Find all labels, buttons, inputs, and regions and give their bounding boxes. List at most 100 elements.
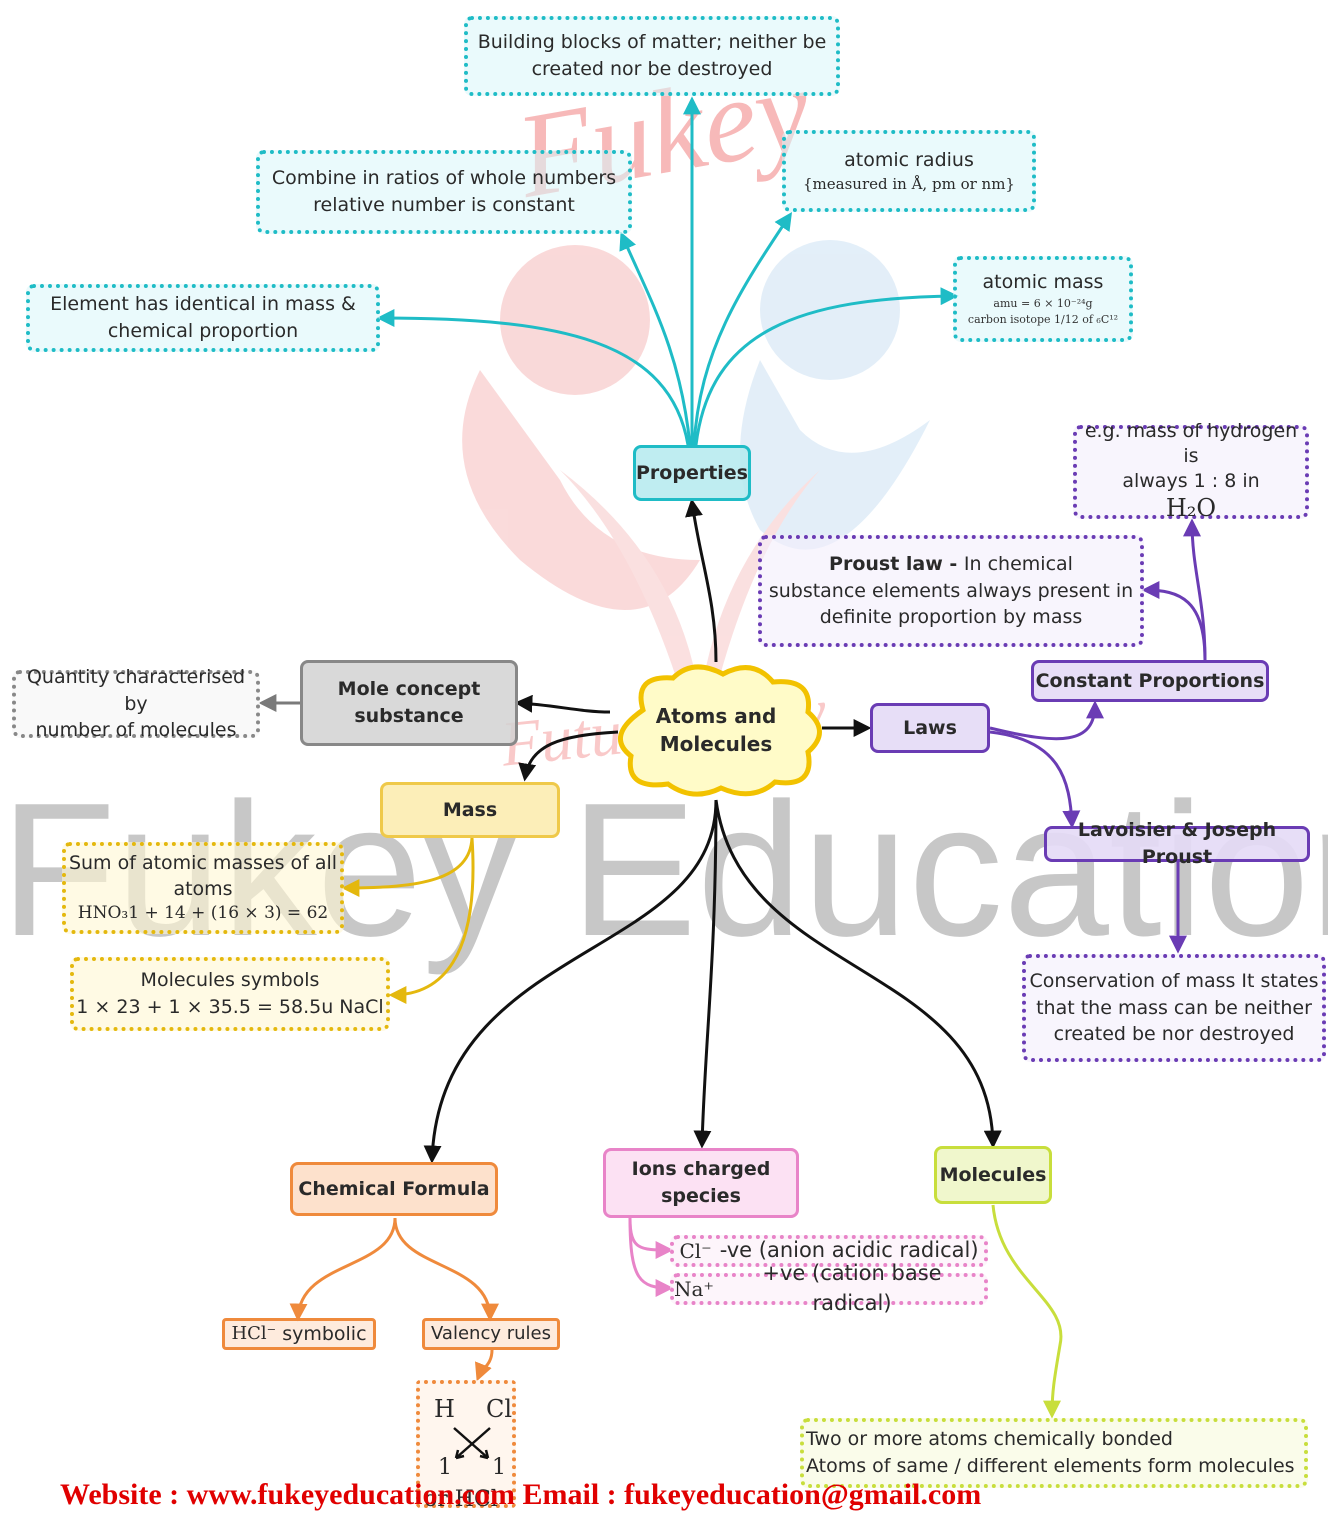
- edge-properties-element: [376, 309, 690, 446]
- combine-ratios-node: Combine in ratios of whole numbers relat…: [256, 150, 632, 234]
- mass-sum-node: Sum of atomic masses of all atoms HNO₃1 …: [62, 842, 344, 934]
- edge-center-formula: [423, 799, 718, 1164]
- proust-law-line1: Proust law - In chemical: [829, 551, 1073, 578]
- mole-concept-line1: Mole concept: [337, 678, 481, 701]
- atomic-mass-node: atomic mass amu = 6 × 10⁻²⁴g carbon isot…: [953, 256, 1133, 342]
- building-blocks-line2: created nor be destroyed: [531, 58, 773, 80]
- anion-math: Cl⁻: [679, 1238, 712, 1263]
- edge-constant-proust: [1141, 581, 1207, 661]
- edge-center-mass: [518, 730, 619, 782]
- mass-symbols-node: Molecules symbols 1 × 23 + 1 × 35.5 = 58…: [70, 957, 390, 1031]
- edge-mass-sum: [341, 837, 474, 897]
- center-label-line1: Atoms and: [655, 703, 777, 728]
- edge-center-properties: [685, 498, 718, 663]
- lavoisier-node[interactable]: Lavoisier & Joseph Proust: [1044, 819, 1310, 868]
- anion-text: -ve (anion acidic radical): [719, 1238, 979, 1263]
- combine-ratios-line1: Combine in ratios of whole numbers: [271, 167, 617, 190]
- edge-molecules-def: [991, 1204, 1063, 1419]
- molecules-node[interactable]: Molecules: [934, 1146, 1052, 1204]
- proust-law-line2: substance elements always present in: [768, 579, 1134, 602]
- conservation-line2: that the mass can be neither: [1036, 996, 1312, 1019]
- cross-multiply-node: H Cl 1 1 or HCl: [416, 1380, 516, 1512]
- atomic-mass-title: atomic mass: [982, 271, 1104, 294]
- edge-center-mole: [514, 694, 611, 714]
- proust-law-rest: In chemical: [963, 552, 1073, 575]
- molecules-definition-line1: Two or more atoms chemically bonded: [806, 1428, 1173, 1451]
- edge-center-molecules: [714, 799, 1002, 1149]
- mole-quantity-node: Quantity characterised by number of mole…: [12, 666, 260, 741]
- symbolic-math: HCl⁻: [231, 1323, 277, 1345]
- conservation-node: Conservation of mass It states that the …: [1022, 954, 1326, 1062]
- cross-one-right: 1: [492, 1455, 506, 1480]
- hydrogen-example-formula: H₂O: [1165, 494, 1217, 523]
- mole-quantity-line1: Quantity characterised by: [26, 665, 246, 715]
- conservation-line3: created be nor destroyed: [1053, 1023, 1295, 1046]
- edge-constant-hydrogen: [1183, 518, 1207, 661]
- building-blocks-node: Building blocks of matter; neither be cr…: [464, 16, 840, 96]
- mass-sum-formula: HNO₃1 + 14 + (16 × 3) = 62: [77, 903, 329, 924]
- center-label-line2: Molecules: [659, 732, 773, 756]
- element-identical-line2: chemical proportion: [107, 320, 299, 342]
- proust-law-line3: definite proportion by mass: [819, 606, 1083, 629]
- edge-ions-anion: [628, 1217, 674, 1259]
- edge-properties-combine: [619, 231, 692, 446]
- hydrogen-example-line2: always 1 : 8 in: [1122, 469, 1260, 492]
- molecules-definition-node: Two or more atoms chemically bonded Atom…: [800, 1418, 1308, 1488]
- edge-laws-constant: [989, 700, 1104, 741]
- edge-valency-cross: [475, 1349, 494, 1382]
- cross-cl: Cl: [486, 1395, 513, 1423]
- footer-contact: Website : www.fukeyeducation.com Email :…: [60, 1478, 982, 1511]
- combine-ratios-line2: relative number is constant: [313, 194, 575, 216]
- edge-properties-mass: [694, 287, 959, 446]
- valency-rules-node: Valency rules: [422, 1318, 560, 1350]
- mass-sum-line1: Sum of atomic masses of all: [68, 851, 338, 874]
- mass-label: Mass: [442, 798, 498, 821]
- atomic-radius-formula: {measured in Å, pm or nm}: [803, 174, 1015, 193]
- anion-node: Cl⁻ -ve (anion acidic radical): [670, 1235, 988, 1267]
- atomic-mass-formula2: carbon isotope 1/12 of ₆C¹²: [967, 313, 1119, 327]
- mole-concept-node[interactable]: Mole concept substance: [300, 660, 518, 746]
- element-identical-node: Element has identical in mass & chemical…: [26, 284, 380, 352]
- edge-laws-lavoisier: [989, 730, 1081, 829]
- mole-quantity-line2: number of molecules: [35, 719, 237, 742]
- proust-law-node: Proust law - In chemical substance eleme…: [758, 535, 1144, 647]
- edge-ions-cation: [628, 1217, 674, 1297]
- valency-rules-label: Valency rules: [431, 1323, 551, 1345]
- atomic-radius-title: atomic radius: [844, 148, 974, 171]
- mole-concept-line2: substance: [354, 705, 464, 727]
- cross-arrows-icon: [453, 1427, 491, 1460]
- chemical-formula-node[interactable]: Chemical Formula: [290, 1162, 498, 1216]
- element-identical-line1: Element has identical in mass &: [50, 293, 356, 316]
- cation-text: +ve (cation base radical): [762, 1261, 942, 1315]
- laws-label: Laws: [903, 716, 957, 739]
- edge-formula-valency: [393, 1217, 499, 1322]
- properties-node[interactable]: Properties: [633, 445, 751, 501]
- hydrogen-example-line1: e.g. mass of hydrogen is: [1084, 420, 1298, 468]
- edge-properties-radius: [692, 212, 792, 446]
- cation-math: Na⁺: [674, 1276, 714, 1301]
- constant-proportions-node[interactable]: Constant Proportions: [1031, 660, 1269, 702]
- mass-node[interactable]: Mass: [380, 782, 560, 838]
- ions-node[interactable]: Ions charged species: [603, 1148, 799, 1218]
- center-node[interactable]: Atoms and Molecules: [630, 690, 802, 770]
- ions-label-line2: species: [661, 1185, 741, 1207]
- hydrogen-example-node: e.g. mass of hydrogen is always 1 : 8 in…: [1073, 420, 1309, 522]
- edge-formula-symbolic: [289, 1217, 397, 1322]
- properties-label: Properties: [636, 461, 748, 484]
- building-blocks-line1: Building blocks of matter; neither be: [477, 31, 827, 54]
- cation-node: Na⁺ +ve (cation base radical): [670, 1261, 988, 1315]
- mass-symbols-line2: 1 × 23 + 1 × 35.5 = 58.5u NaCl: [76, 996, 384, 1018]
- mass-sum-line2: atoms: [173, 877, 233, 900]
- lavoisier-label: Lavoisier & Joseph Proust: [1077, 819, 1277, 868]
- symbolic-text: symbolic: [282, 1322, 367, 1345]
- atomic-mass-formula1: amu = 6 × 10⁻²⁴g: [993, 296, 1093, 310]
- conservation-line1: Conservation of mass It states: [1029, 969, 1319, 992]
- molecules-definition-line2: Atoms of same / different elements form …: [806, 1455, 1295, 1477]
- mass-symbols-line1: Molecules symbols: [140, 969, 320, 992]
- molecules-label: Molecules: [939, 1163, 1047, 1186]
- cross-one-left: 1: [438, 1455, 452, 1480]
- proust-law-bold: Proust law -: [829, 552, 964, 575]
- edge-mass-symbols: [388, 837, 475, 1004]
- laws-node[interactable]: Laws: [870, 703, 990, 753]
